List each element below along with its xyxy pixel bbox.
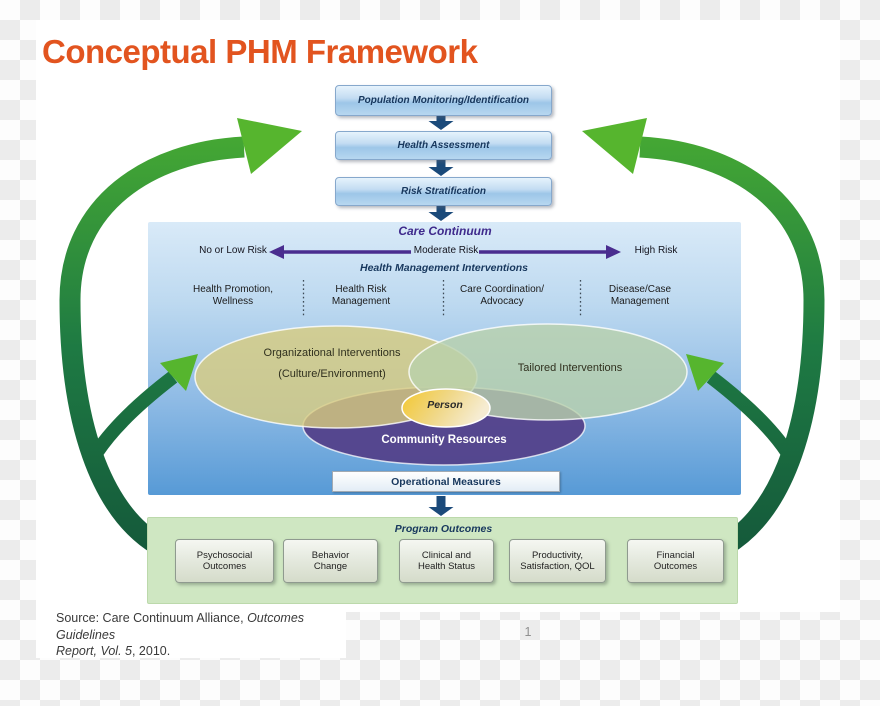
operational-measures-box: Operational Measures [332,471,560,492]
venn-tailored-label: Tailored Interventions [517,362,623,374]
feedback-arrow-right-small-head-icon [686,354,724,391]
risk-label-low: No or Low Risk [199,245,267,256]
source-italic-report: Report, Vol. 5 [56,644,132,658]
risk-label-high: High Risk [634,245,678,256]
feedback-arrow-left-small-head-icon [160,354,198,391]
feedback-arrow-left-stem [59,136,245,554]
outcome-box-psychosocial: Psychosocial Outcomes [175,539,274,583]
feedback-arrow-left-head-icon [237,118,302,174]
program-outcomes-panel: Program Outcomes Psychosocial Outcomes B… [147,517,738,604]
outcome-box-clinical: Clinical and Health Status [399,539,494,583]
program-outcomes-title: Program Outcomes [394,523,493,535]
slide-background-footer [36,612,346,658]
risk-arrow-right-head-icon [606,245,621,259]
flow-arrow-4-icon [428,496,454,516]
flow-box-risk-stratification: Risk Stratification [335,177,552,206]
flow-box-label: Population Monitoring/Identification [357,95,530,106]
column-health-risk-management: Health Risk Management [331,284,391,307]
outcome-box-productivity: Productivity, Satisfaction, QOL [509,539,606,583]
flow-arrow-1-icon [428,114,454,130]
source-italic-title: Outcomes Guidelines [56,611,305,642]
feedback-arrow-right-small-stem [706,371,793,456]
feedback-arrow-right-stem [639,136,825,554]
flow-arrow-2-icon [428,158,454,176]
outcome-box-financial: Financial Outcomes [627,539,724,583]
outcome-box-behavior: Behavior Change [283,539,378,583]
flow-box-population-monitoring: Population Monitoring/Identification [335,85,552,116]
column-disease-case-management: Disease/Case Management [608,284,672,307]
venn-person-label: Person [427,399,463,411]
source-year: , 2010. [131,644,171,658]
column-health-promotion: Health Promotion, Wellness [192,284,274,307]
venn-person-ellipse [401,388,491,428]
feedback-arrow-right-head-icon [582,118,647,174]
health-management-interventions-title: Health Management Interventions [359,262,529,274]
flow-box-health-assessment: Health Assessment [335,131,552,160]
venn-community-label: Community Resources [381,434,507,446]
flow-box-label: Health Assessment [397,140,490,151]
venn-organizational-label: Organizational Interventions (Culture/En… [263,347,401,380]
operational-measures-label: Operational Measures [391,475,501,488]
risk-label-moderate: Moderate Risk [413,245,479,256]
page-number: 1 [524,625,532,639]
risk-arrow-left-head-icon [269,245,284,259]
flow-arrow-3-icon [428,204,454,221]
page-title: Conceptual PHM Framework [42,33,478,70]
feedback-arrow-left-small-stem [91,371,178,456]
column-care-coordination: Care Coordination/ Advocacy [460,284,544,307]
source-citation: Source: Care Continuum Alliance, Outcome… [56,610,356,660]
flow-box-label: Risk Stratification [400,186,487,197]
care-continuum-title: Care Continuum [398,224,492,238]
source-text: Source: Care Continuum Alliance, [56,611,248,625]
